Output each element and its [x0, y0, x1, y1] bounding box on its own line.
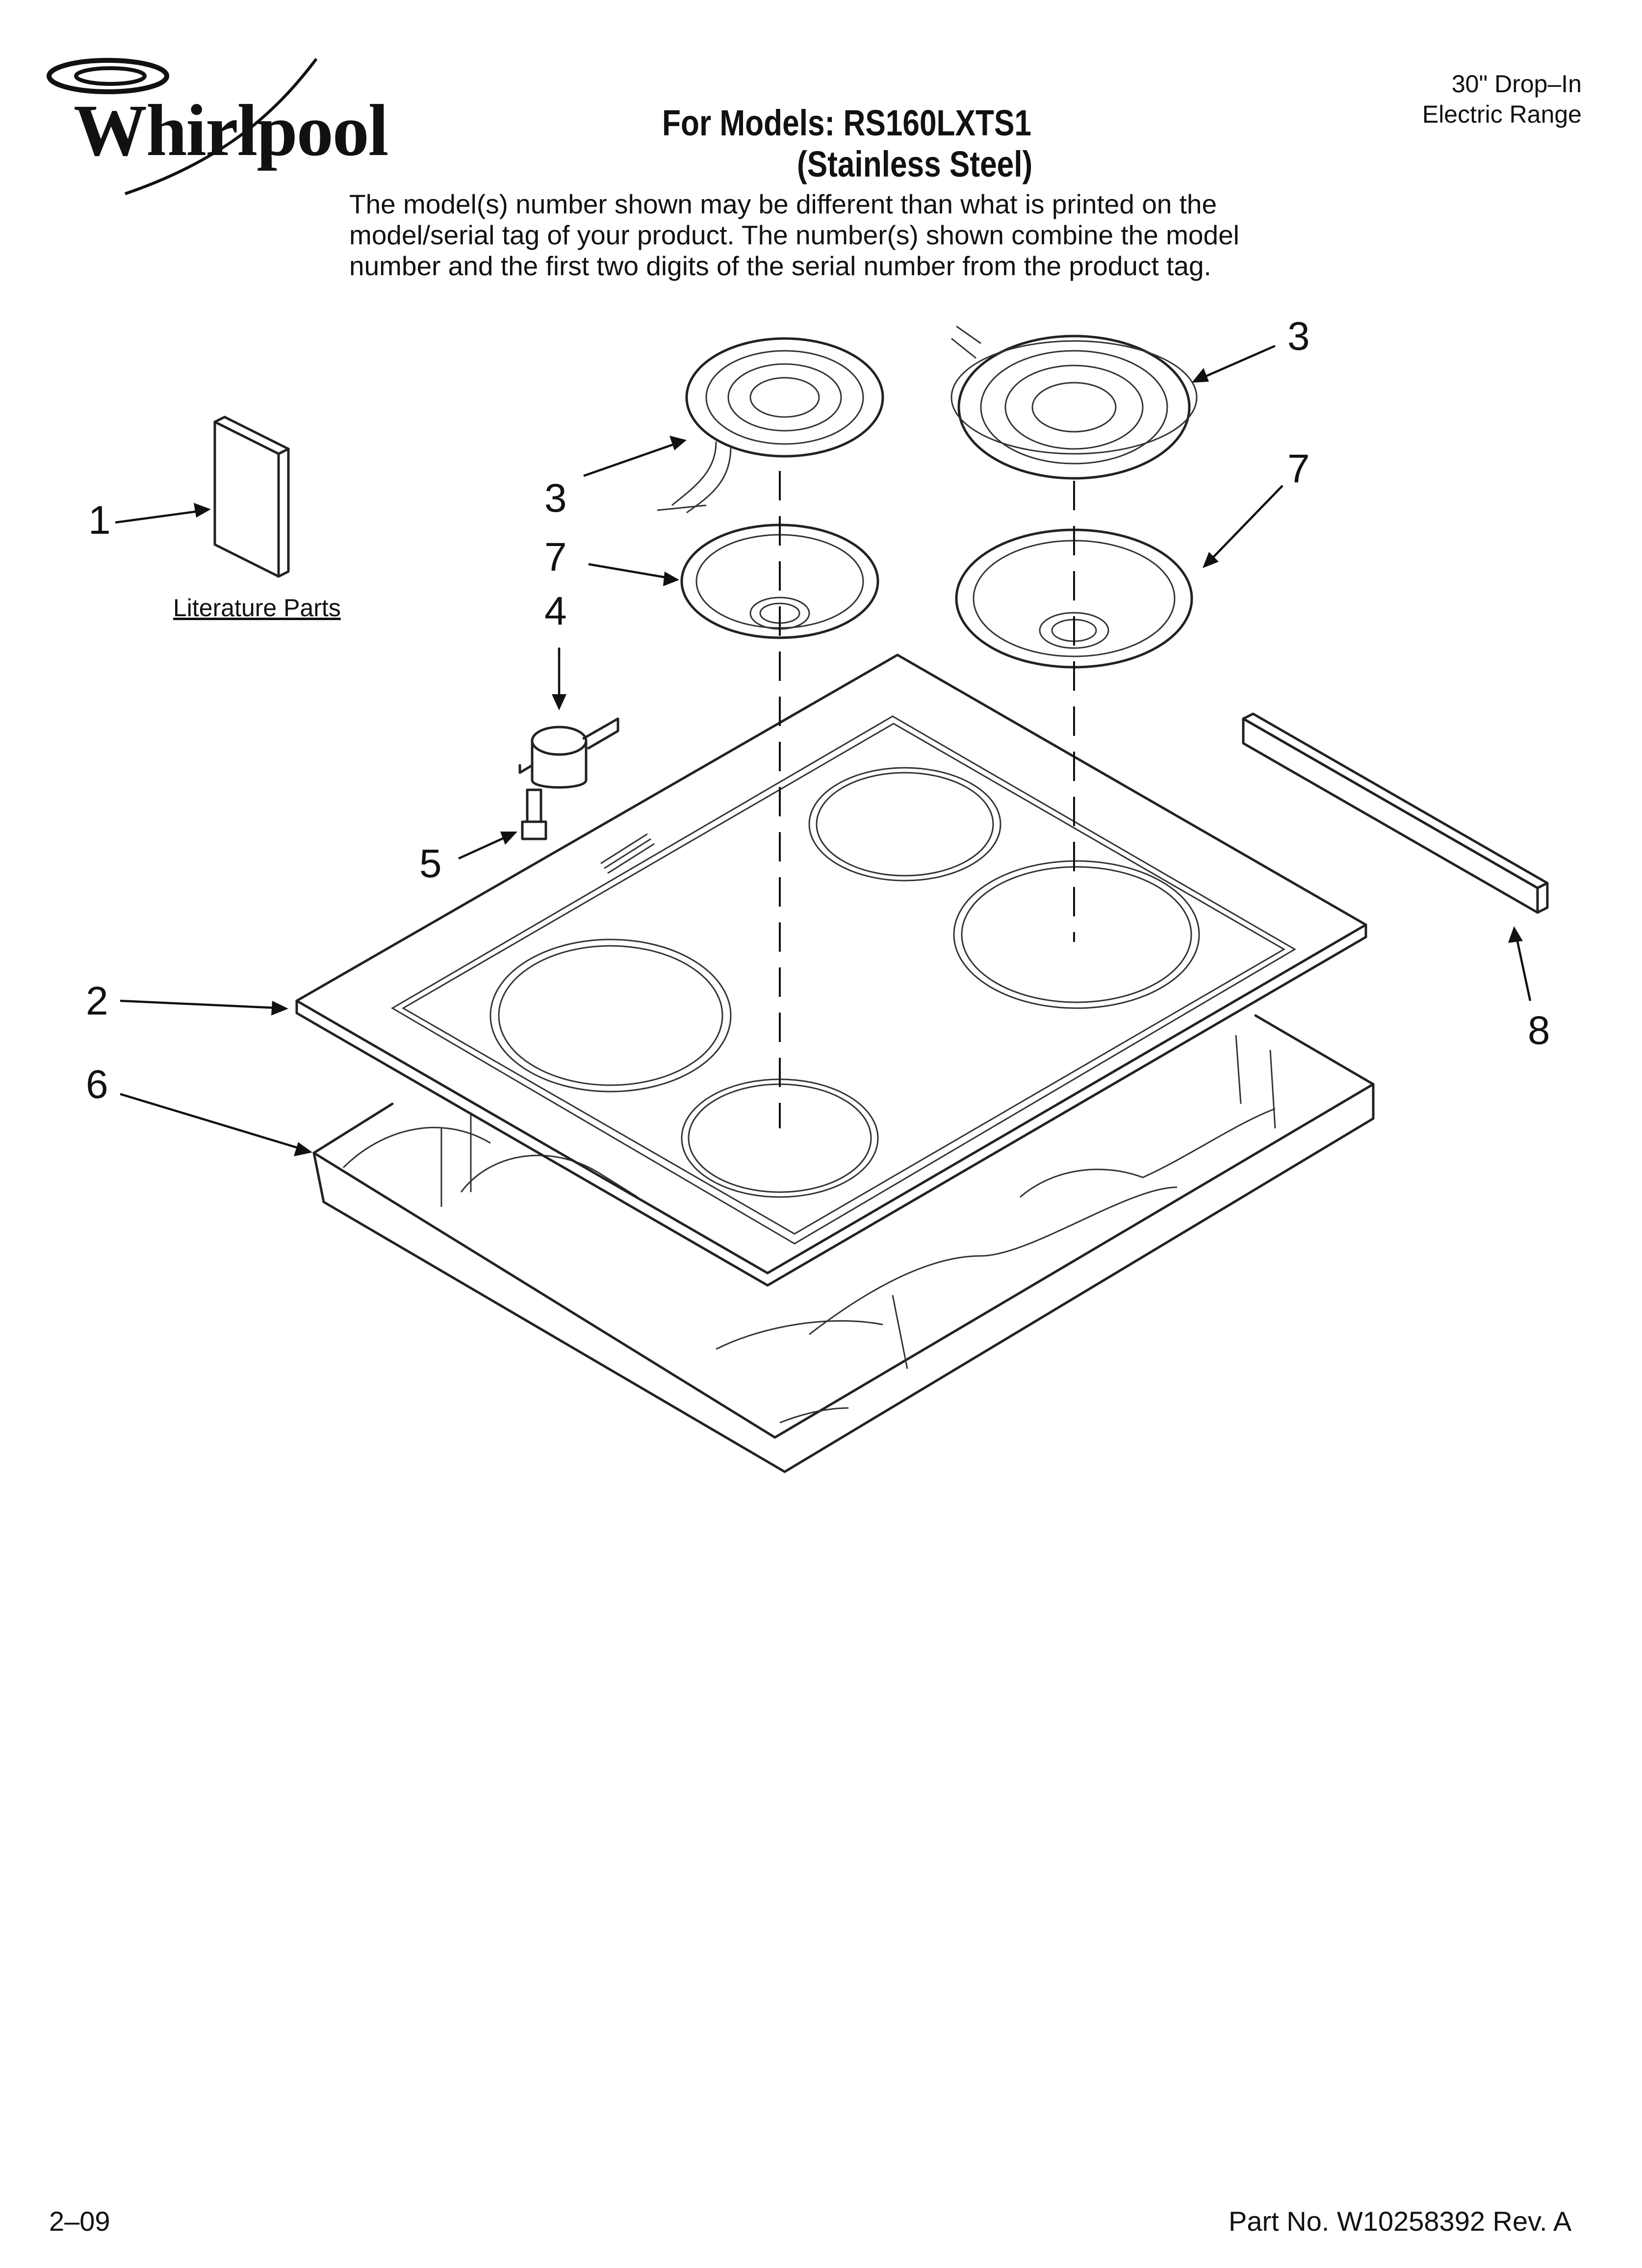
callout-6: 6 [86, 1062, 108, 1107]
intro-text: The model(s) number shown may be differe… [349, 189, 1330, 282]
part-number: Part No. W10258392 Rev. A [1229, 2206, 1572, 2237]
callout-3-small-element: 3 [544, 476, 567, 521]
brand-logo: Whirlpool [42, 49, 388, 196]
intro-line-2: model/serial tag of your product. The nu… [349, 220, 1239, 250]
intro-line-1: The model(s) number shown may be differe… [349, 189, 1217, 219]
literature-book-illustration [213, 416, 290, 578]
burner-box-illustration [312, 1014, 1375, 1473]
product-type-line-2: Electric Range [1422, 101, 1582, 128]
whirlpool-swirl-icon [47, 58, 318, 195]
callout-4: 4 [544, 589, 567, 633]
product-type: 30" Drop–In Electric Range [1287, 69, 1582, 130]
callout-1: 1 [88, 498, 111, 543]
callout-5: 5 [419, 841, 442, 886]
leader-arrows [115, 344, 1532, 1156]
callout-7-large-bowl: 7 [1287, 446, 1310, 491]
date-code: 2–09 [49, 2206, 110, 2237]
intro-line-3: number and the first two digits of the s… [349, 251, 1211, 281]
callout-7-small-bowl: 7 [544, 535, 567, 579]
brand-name: Whirlpool [74, 90, 388, 171]
switch-illustration [518, 717, 619, 789]
callout-2: 2 [86, 979, 108, 1023]
literature-parts-label: Literature Parts [173, 594, 341, 622]
product-type-line-1: 30" Drop–In [1451, 70, 1582, 98]
callout-3-large-element: 3 [1287, 314, 1310, 359]
small-surface-element-illustration [657, 337, 884, 514]
large-surface-element-illustration [950, 325, 1198, 480]
rail-bracket-illustration [1242, 712, 1549, 914]
page-subtitle: (Stainless Steel) [797, 144, 1033, 184]
page-title: For Models: RS160LXTS1 [662, 103, 1031, 143]
cooktop-illustration [295, 653, 1367, 1287]
screw-illustration [521, 788, 547, 840]
callout-8: 8 [1528, 1008, 1550, 1053]
